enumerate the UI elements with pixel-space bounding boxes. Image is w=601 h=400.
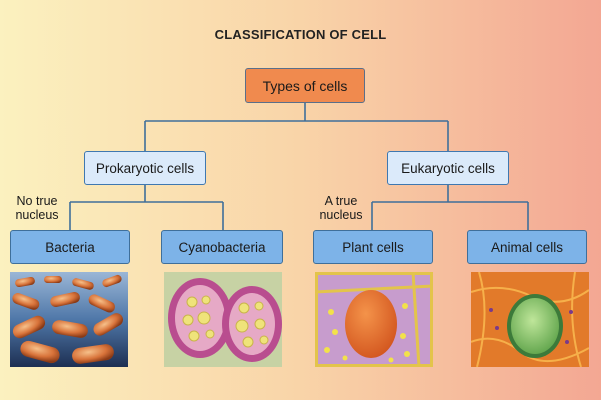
bacteria-box: Bacteria <box>10 230 130 264</box>
bacteria-image <box>10 272 128 367</box>
cyanobacteria-label: Cyanobacteria <box>178 239 266 255</box>
types-of-cells-label: Types of cells <box>262 77 348 94</box>
types-of-cells-box: Types of cells <box>245 68 365 103</box>
prokaryotic-cells-box: Prokaryotic cells <box>84 151 206 185</box>
plant-cell-image <box>315 272 433 367</box>
prokaryotic-note-line-2: nucleus <box>15 208 59 222</box>
bacteria-label: Bacteria <box>45 239 95 255</box>
animal-cells-label: Animal cells <box>490 239 564 255</box>
eukaryotic-note-line-2: nucleus <box>319 208 363 222</box>
plant-cells-label: Plant cells <box>342 239 404 255</box>
diagram-title: CLASSIFICATION OF CELL <box>214 27 387 42</box>
animal-cell-image <box>471 272 589 367</box>
eukaryotic-note: A true nucleus <box>312 194 370 222</box>
eukaryotic-cells-label: Eukaryotic cells <box>401 160 495 176</box>
prokaryotic-cells-label: Prokaryotic cells <box>95 160 195 176</box>
prokaryotic-note-line-1: No true <box>16 194 58 208</box>
cyanobacteria-image <box>164 272 282 367</box>
eukaryotic-cells-box: Eukaryotic cells <box>387 151 509 185</box>
animal-cells-box: Animal cells <box>467 230 587 264</box>
prokaryotic-note: No true nucleus <box>8 194 66 222</box>
cyanobacteria-box: Cyanobacteria <box>161 230 283 264</box>
eukaryotic-note-line-1: A true <box>324 194 358 208</box>
plant-cells-box: Plant cells <box>313 230 433 264</box>
